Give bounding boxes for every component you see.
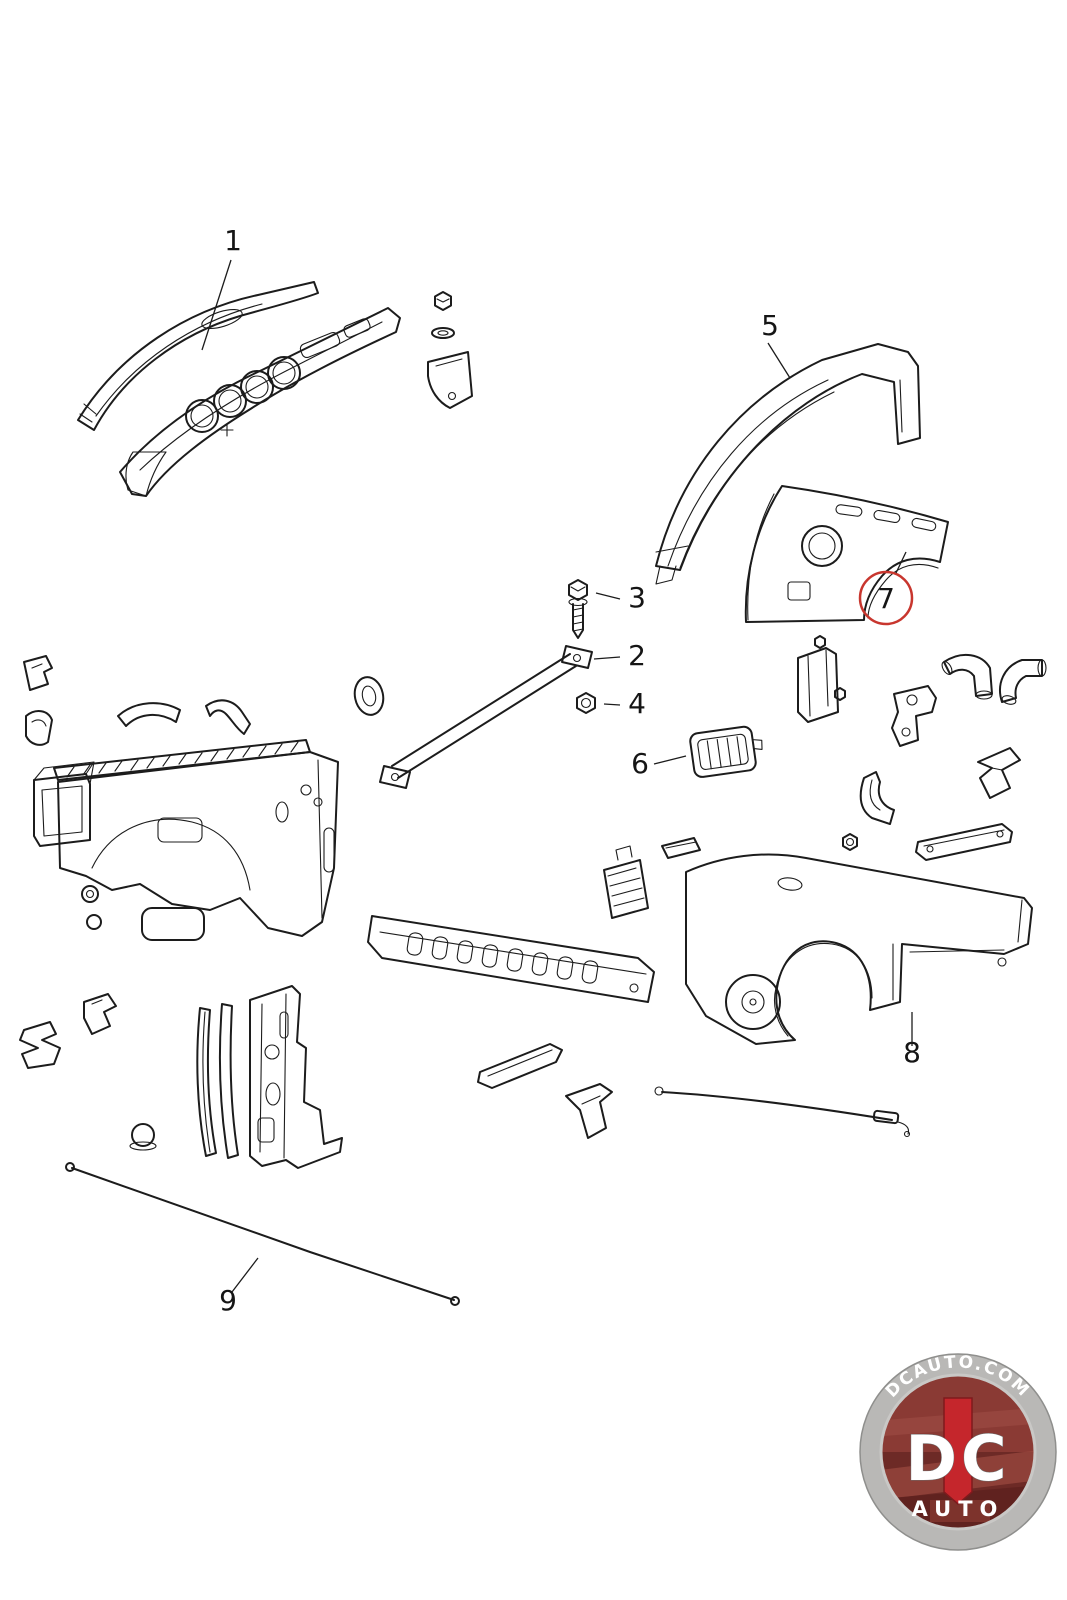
callout-1[interactable]: 1 — [201, 224, 242, 351]
part-4-drawing — [576, 692, 596, 714]
callout-7-highlighted[interactable]: 7 — [858, 551, 914, 626]
grommet-oval — [353, 676, 385, 716]
hose-left — [117, 702, 181, 727]
z-bracket-drawing — [19, 1021, 61, 1069]
leader-line-6 — [653, 755, 687, 765]
grommet-dome-drawing — [129, 1123, 157, 1151]
part-8-label[interactable]: 8 — [903, 1036, 921, 1069]
logo-initials-text: DC — [906, 1422, 1011, 1495]
part-3-drawing — [568, 579, 588, 639]
callout-2[interactable]: 2 — [593, 639, 646, 672]
clip-top-left — [23, 655, 53, 691]
release-cable-drawing — [654, 1086, 911, 1138]
small-clamp-drawing — [661, 837, 701, 859]
leader-line-3 — [595, 592, 621, 600]
part-6-label[interactable]: 6 — [631, 747, 649, 780]
logo-word-text: AUTO — [912, 1497, 1005, 1521]
wedge-b-drawing — [565, 1083, 613, 1139]
part-5-label[interactable]: 5 — [761, 309, 779, 342]
leader-line-5 — [767, 342, 791, 379]
clip-bottom-left — [83, 993, 117, 1035]
callout-9[interactable]: 9 — [219, 1257, 259, 1317]
part-1-label[interactable]: 1 — [224, 224, 242, 257]
highlight-circle — [858, 570, 914, 626]
leader-line-9 — [231, 1257, 259, 1293]
part-7-drawing — [744, 485, 949, 623]
lock-pillar-drawing — [249, 985, 343, 1169]
part-4-label[interactable]: 4 — [628, 687, 646, 720]
sill-panel-drawing — [367, 915, 655, 1003]
seal-channel-drawing — [196, 1003, 239, 1159]
part-2-drawing — [379, 645, 593, 789]
part-3-label[interactable]: 3 — [628, 581, 646, 614]
leader-line-1 — [201, 259, 232, 351]
part-5-drawing — [655, 343, 921, 585]
wedge-a-drawing — [477, 1043, 563, 1089]
hose-right — [205, 699, 251, 735]
part-9-drawing — [65, 1162, 460, 1306]
leader-line-7 — [895, 551, 907, 574]
clip-left — [25, 710, 53, 746]
callout-8[interactable]: 8 — [903, 1012, 921, 1069]
callout-5[interactable]: 5 — [761, 309, 791, 379]
logo-red-banner — [943, 1397, 973, 1505]
right-hardware-cluster — [797, 635, 1047, 861]
dcauto-logo-badge: DCAUTO.COM DC AUTO — [859, 1352, 1057, 1551]
callout-6[interactable]: 6 — [631, 747, 687, 780]
part-2-label[interactable]: 2 — [628, 639, 646, 672]
leader-line-2 — [593, 656, 621, 660]
part-8-drawing — [685, 853, 1033, 1045]
callout-3[interactable]: 3 — [595, 581, 646, 614]
front-apron-assembly-drawing — [33, 739, 339, 941]
part-7-label[interactable]: 7 — [877, 582, 895, 615]
callout-4[interactable]: 4 — [603, 687, 646, 720]
part-6-drawing — [689, 725, 763, 778]
part-1-drawing — [77, 281, 401, 497]
logo-inner-rim — [879, 1373, 1037, 1531]
leader-line-4 — [603, 703, 621, 706]
striker-bracket-drawing — [603, 845, 649, 919]
fastener-and-bracket-top — [427, 291, 473, 409]
